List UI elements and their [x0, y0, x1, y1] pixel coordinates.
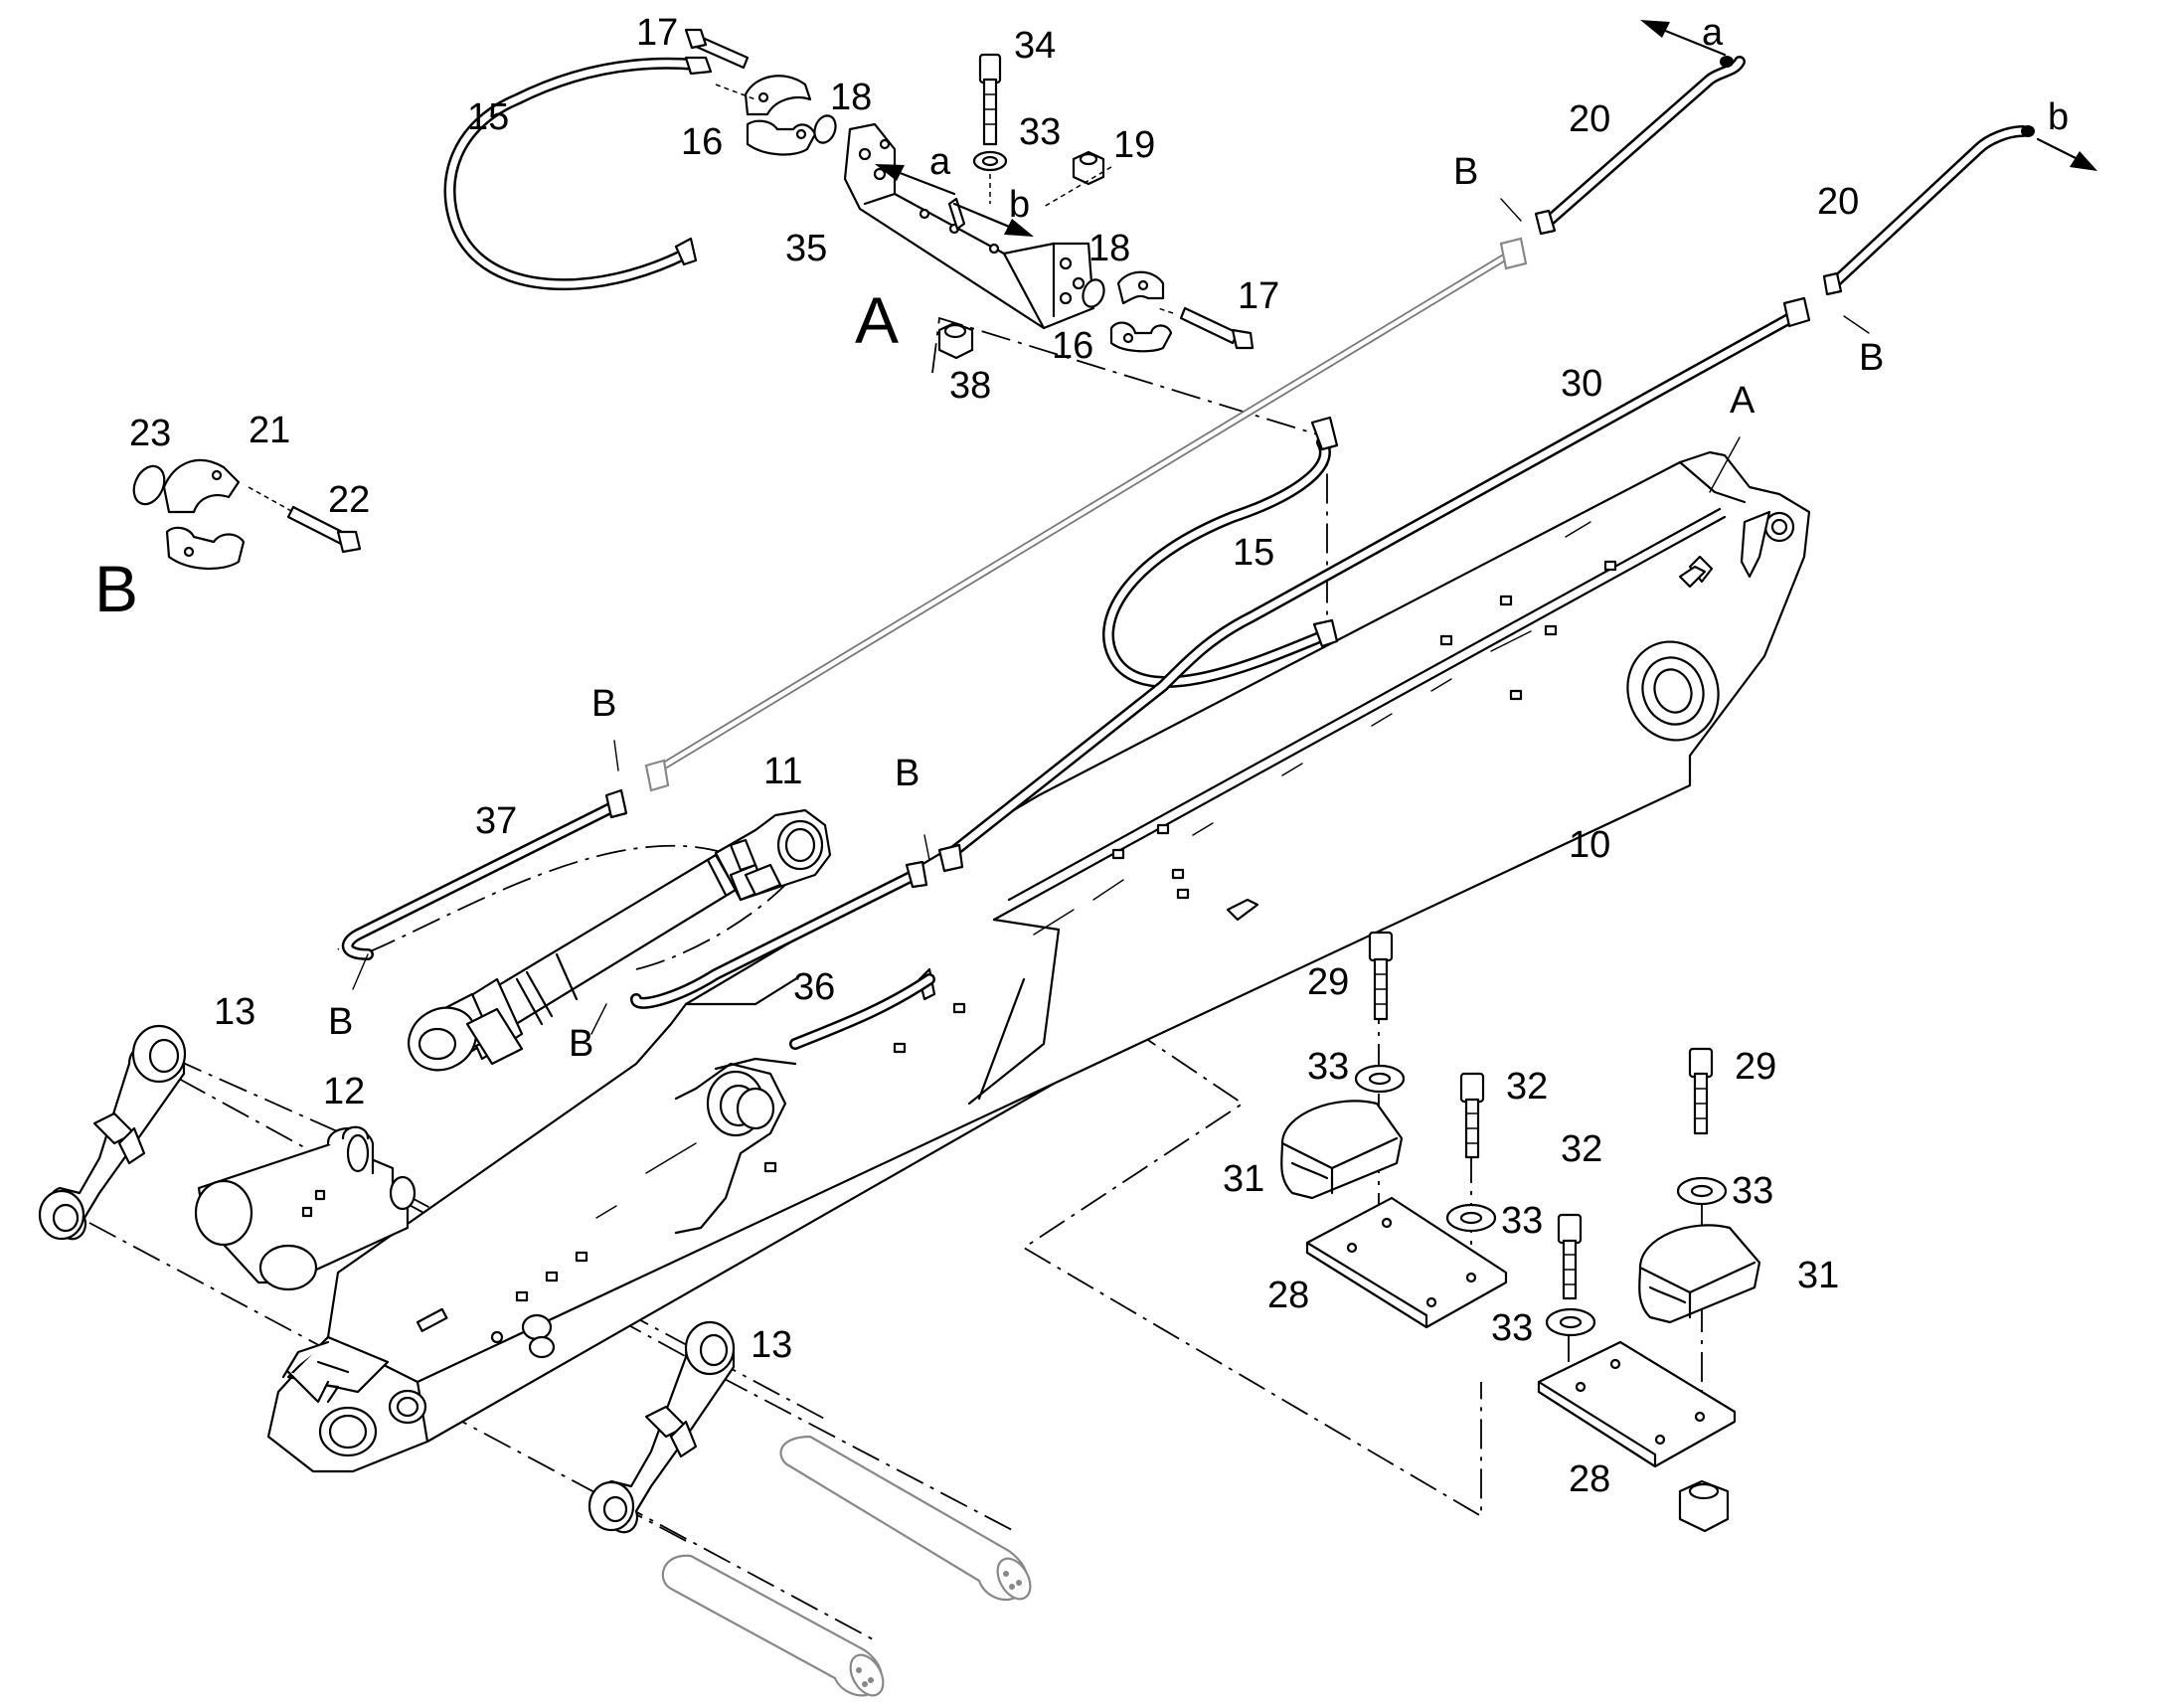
label-13: 13	[751, 1324, 792, 1366]
label-35: 35	[785, 228, 827, 269]
bolt-34	[972, 53, 1008, 204]
label-18: 18	[1088, 228, 1130, 269]
label-17: 17	[636, 12, 678, 54]
washer-33-right-top	[1676, 1176, 1728, 1206]
label-37: 37	[475, 800, 517, 842]
label-10: 10	[1569, 824, 1610, 866]
flange-clamp-16-lower	[1109, 270, 1173, 353]
plate-28-left	[1305, 1196, 1508, 1329]
label-15: 15	[467, 96, 509, 138]
callout-leaders	[352, 198, 1870, 1035]
washer-33-left-top	[1354, 1064, 1406, 1094]
washer-33-right-mid	[1545, 1307, 1596, 1337]
bolt-29-left	[1368, 931, 1394, 1021]
label-31: 31	[1797, 1255, 1839, 1296]
label-36: 36	[793, 966, 835, 1008]
label-b: b	[2048, 96, 2069, 138]
bolt-32-right	[1557, 1213, 1583, 1300]
bolt-29-right	[1688, 1047, 1714, 1135]
label-33: 33	[1501, 1200, 1543, 1242]
o-ring-18-lower	[1082, 278, 1105, 308]
nut-38	[937, 321, 974, 360]
label-33: 33	[1019, 111, 1061, 153]
boom-top-details	[416, 521, 1707, 1359]
clamp-31-right	[1638, 1224, 1761, 1324]
bolt-17-lower	[1157, 306, 1254, 350]
flange-clamp-16-upper	[715, 75, 817, 156]
label-20: 20	[1569, 98, 1610, 140]
label-12: 12	[323, 1071, 365, 1112]
label-28: 28	[1267, 1275, 1309, 1316]
detail-b-label: B	[94, 552, 138, 625]
label-13: 13	[214, 991, 255, 1033]
label-16: 16	[1052, 325, 1093, 367]
label-19: 19	[1113, 124, 1155, 166]
flow-arrows	[875, 20, 2097, 237]
detail-a-label: A	[855, 283, 899, 357]
label-16: 16	[681, 121, 723, 163]
label-21: 21	[249, 410, 290, 451]
label-33: 33	[1491, 1307, 1533, 1349]
hoses	[341, 56, 2035, 1050]
label-29: 29	[1735, 1046, 1776, 1088]
cylinder-11	[408, 808, 832, 1072]
o-ring-18-upper	[813, 114, 837, 144]
bolt-17-upper	[684, 28, 750, 70]
label-a: a	[929, 141, 951, 183]
label-18: 18	[830, 77, 872, 118]
label-15: 15	[1233, 532, 1274, 574]
label-11: 11	[763, 751, 802, 792]
clamp-31-left	[1280, 1100, 1404, 1200]
label-a: a	[1702, 12, 1724, 54]
label-B: B	[1453, 151, 1478, 193]
label-B: B	[895, 753, 919, 794]
bolt-32-left	[1459, 1072, 1485, 1159]
label-B: B	[1859, 337, 1884, 379]
label-33: 33	[1307, 1046, 1349, 1088]
nut-lower-right	[1678, 1479, 1730, 1533]
washer-33-left-mid	[1445, 1203, 1497, 1233]
label-20: 20	[1817, 181, 1859, 223]
link-13-lower	[587, 1320, 736, 1534]
detail-labels: A B	[94, 283, 899, 625]
label-28: 28	[1569, 1458, 1610, 1500]
label-23: 23	[129, 413, 171, 454]
bracket-35	[843, 122, 1095, 330]
pin-lower	[661, 1554, 885, 1697]
link-12	[194, 1125, 417, 1291]
label-31: 31	[1223, 1158, 1264, 1200]
label-B: B	[569, 1023, 593, 1065]
label-32: 32	[1561, 1128, 1602, 1170]
label-22: 22	[328, 479, 370, 521]
label-17: 17	[1238, 275, 1279, 317]
label-34: 34	[1014, 25, 1056, 67]
label-33: 33	[1732, 1170, 1773, 1212]
label-32: 32	[1506, 1066, 1548, 1108]
label-38: 38	[949, 365, 991, 407]
label-A: A	[1730, 380, 1755, 422]
label-30: 30	[1561, 363, 1602, 405]
plate-28-right	[1537, 1340, 1737, 1468]
nut-19	[1043, 150, 1112, 208]
part-number-labels: 17 34 15 18 16 33 19 a b 35 18 17 16 38 …	[129, 12, 2069, 1500]
label-b: b	[1009, 184, 1030, 226]
pin-upper	[779, 1435, 1032, 1602]
link-13-upper	[38, 1024, 187, 1241]
boom-10	[266, 450, 1811, 1473]
label-B: B	[591, 683, 616, 725]
detail-b-parts	[132, 458, 362, 571]
label-29: 29	[1307, 961, 1349, 1003]
label-B: B	[328, 1001, 353, 1043]
